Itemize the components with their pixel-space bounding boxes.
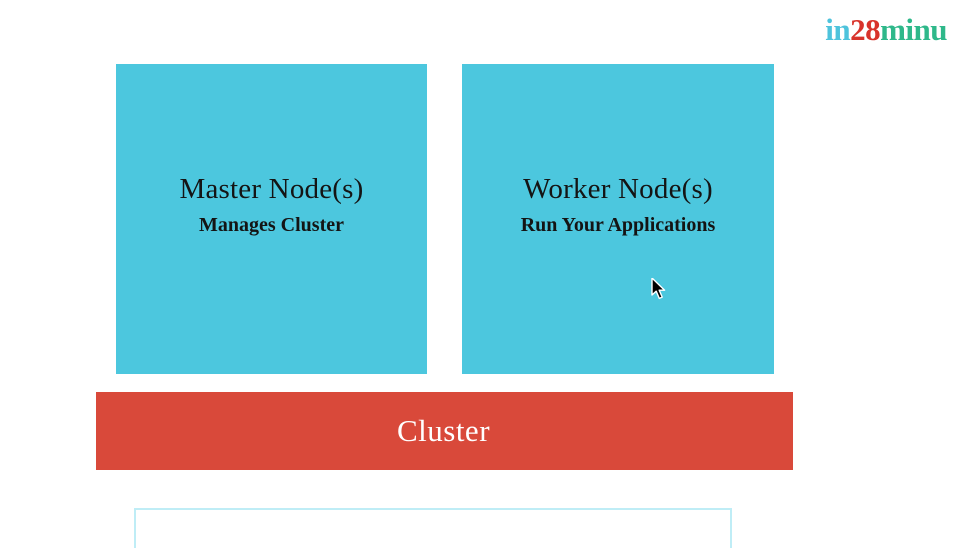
diagram-bottom-outline-box [134,508,732,548]
cluster-label: Cluster [396,413,491,448]
logo-text-28: 28 [850,12,881,47]
node-text-group: Worker Node(s) Run Your Applications [462,173,774,236]
diagram-node-worker: Worker Node(s) Run Your Applications [462,64,774,374]
logo-text-in: in [825,12,851,47]
worker-node-subtitle: Run Your Applications [520,213,716,236]
node-text-group: Master Node(s) Manages Cluster [116,173,427,236]
worker-node-title: Worker Node(s) [523,173,713,206]
logo-text-minu: minu [880,12,947,47]
diagram-cluster-bar: Cluster [96,392,793,470]
master-node-title: Master Node(s) [179,173,364,206]
master-node-subtitle: Manages Cluster [199,213,344,236]
brand-logo: in28minu [825,14,947,45]
diagram-node-master: Master Node(s) Manages Cluster [116,64,427,374]
